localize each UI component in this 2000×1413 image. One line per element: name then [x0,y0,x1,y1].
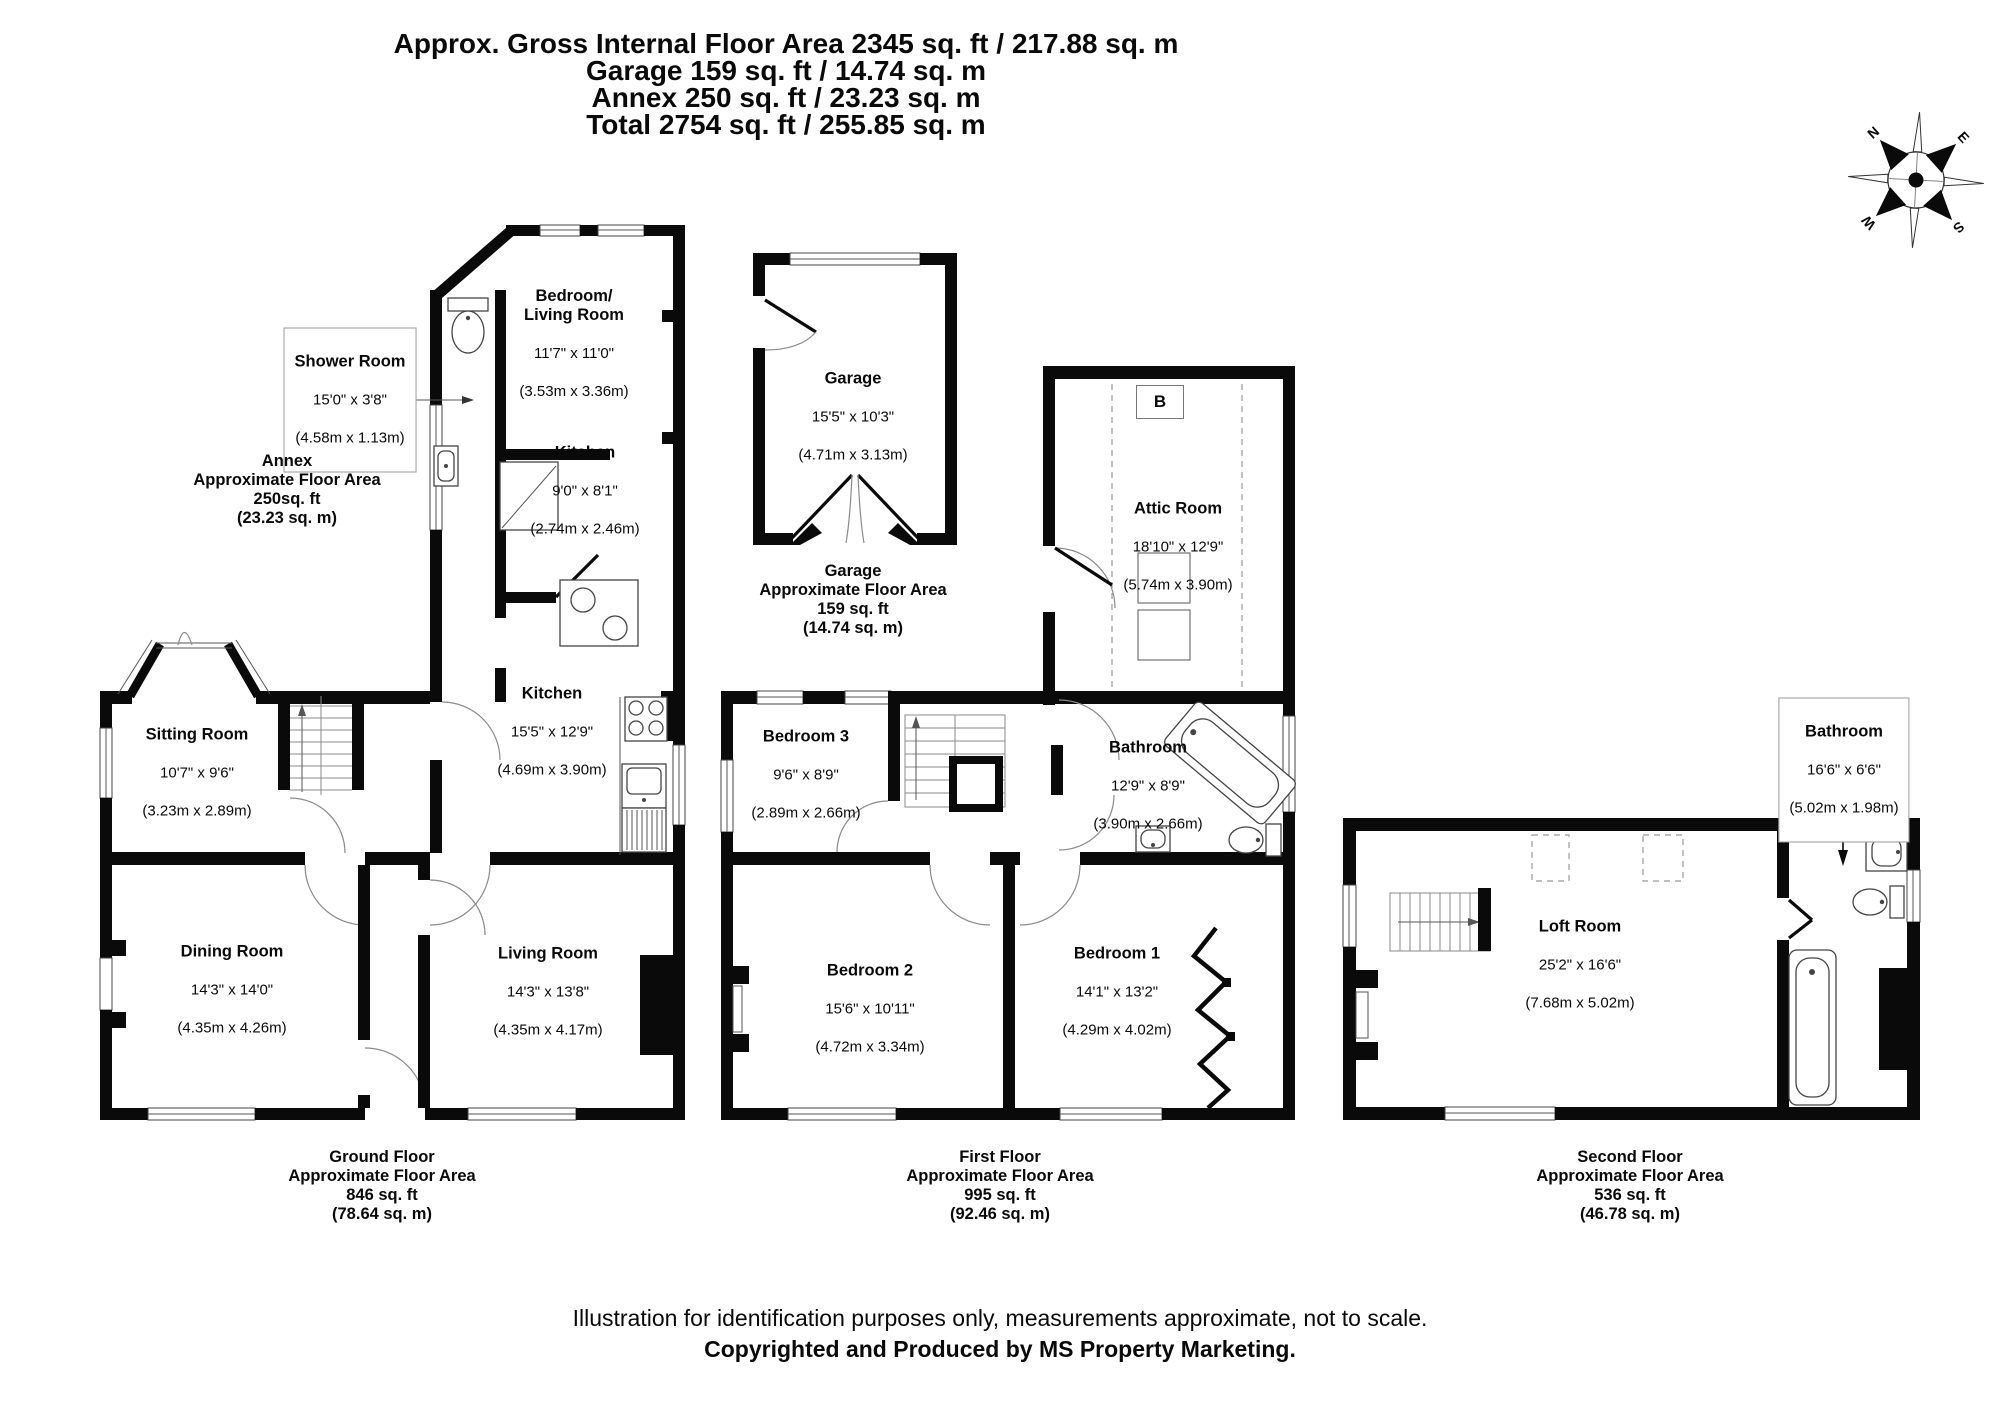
header-total-area: Approx. Gross Internal Floor Area 2345 s… [393,28,1179,59]
toilet-icon [1889,885,1905,919]
disclaimer-text: Illustration for identification purposes… [572,1305,1428,1331]
header-annex-area: Annex 250 sq. ft / 23.23 sq. m [591,82,981,113]
ground-floor-walls [99,631,686,1121]
bath-icon [1164,701,1296,825]
room-label-kitchen: Kitchen 15'5" x 12'9" (4.69m x 3.90m) [497,684,607,779]
room-label-loft-room: Loft Room 25'2" x 16'6" (7.68m x 5.02m) [1525,917,1635,1012]
toilet-icon [447,297,489,312]
room-label-annex-kitchen: Kitchen 9'0" x 8'1" (2.74m x 2.46m) [530,443,640,538]
boiler-label: B [1136,385,1184,419]
room-label-shower-room: Shower Room 15'0" x 3'8" (4.58m x 1.13m) [283,327,417,473]
room-label-bathroom-first: Bathroom 12'9" x 8'9" (3.90m x 2.66m) [1093,738,1203,833]
bedroom1-wardrobe-doors [1190,926,1235,1110]
room-label-bedroom-living: Bedroom/ Living Room 11'7" x 11'0" (3.53… [519,287,629,400]
first-floor-stairs [904,714,1006,812]
header-garage-area: Garage 159 sq. ft / 14.74 sq. m [586,55,986,86]
garage-walls [753,252,957,545]
copyright-text: Copyrighted and Produced by MS Property … [704,1336,1296,1362]
room-label-sitting-room: Sitting Room 10'7" x 9'6" (3.23m x 2.89m… [142,725,252,820]
header-grand-total: Total 2754 sq. ft / 255.85 sq. m [586,109,986,140]
room-label-bathroom-second: Bathroom 16'6" x 6'6" (5.02m x 1.98m) [1778,697,1910,843]
toilet-icon [1265,823,1282,857]
kitchen-unit-icon [559,579,639,647]
disclaimer: Illustration for identification purposes… [0,1303,2000,1365]
room-label-bedroom-3: Bedroom 3 9'6" x 8'9" (2.89m x 2.66m) [751,727,861,822]
compass-rose: N E S W [1846,110,1986,250]
room-label-bedroom-2: Bedroom 2 15'6" x 10'11" (4.72m x 3.34m) [815,961,925,1056]
annex-fixtures [433,297,639,647]
room-label-living-room: Living Room 14'3" x 13'8" (4.35m x 4.17m… [493,944,603,1039]
room-label-dining-room: Dining Room 14'3" x 14'0" (4.35m x 4.26m… [177,942,287,1037]
page-title: Approx. Gross Internal Floor Area 2345 s… [386,28,1186,140]
second-floor-stairs [1389,888,1491,952]
second-floor-walls [1342,818,1921,1121]
cupboard-icon [949,756,1003,812]
room-label-bedroom-1: Bedroom 1 14'1" x 13'2" (4.29m x 4.02m) [1062,944,1172,1039]
compass-icon [1848,112,1984,248]
kitchen-fixtures [619,691,673,855]
room-label-garage: Garage 15'5" x 10'3" (4.71m x 3.13m) [798,369,908,464]
attic-walls [1043,366,1295,705]
ground-floor-stairs [290,696,352,795]
first-floor-bathroom-fixtures [1135,701,1296,857]
room-label-attic-room: Attic Room 18'10" x 12'9" (5.74m x 3.90m… [1123,499,1233,594]
